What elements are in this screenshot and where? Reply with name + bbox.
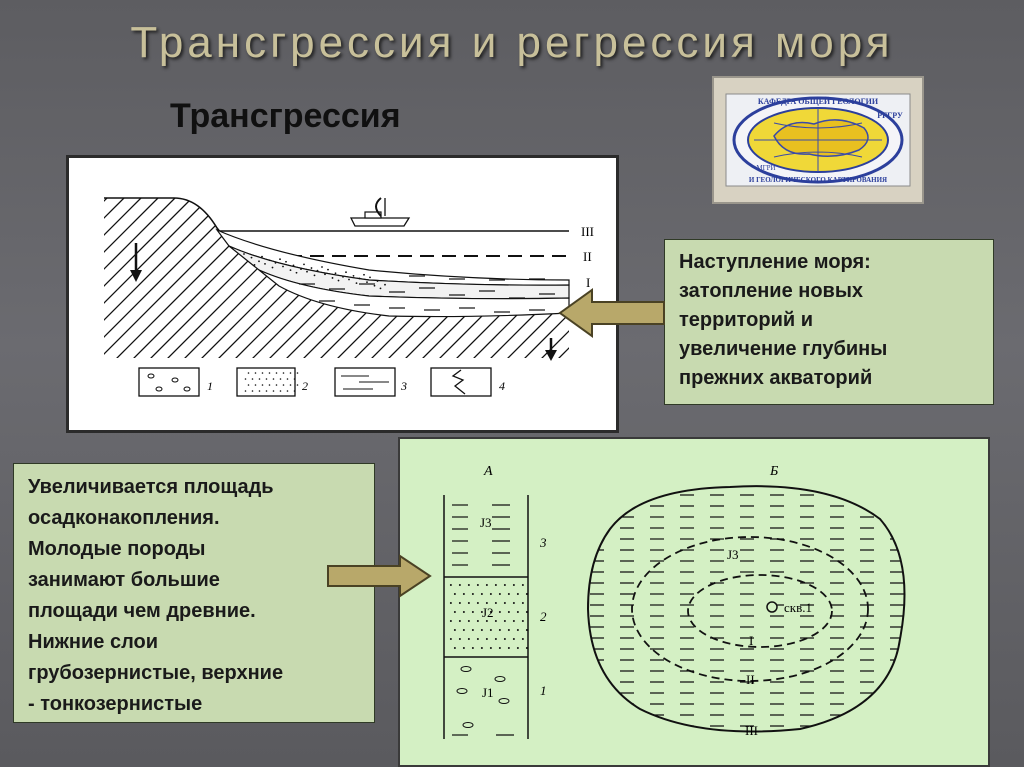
stratigraphy-drawing: А Б J3 J2 J1 3 2 1 [443, 464, 906, 739]
slide-title: Трансгрессия и регрессия моря [130, 18, 894, 67]
ship-icon [349, 197, 411, 227]
legend: 1 2 3 4 [138, 367, 505, 397]
text-line: занимают большие [28, 569, 220, 591]
column-number-2: 2 [540, 609, 547, 624]
layer-label-j1: J1 [482, 685, 494, 700]
layer-label-j3: J3 [480, 515, 492, 530]
map-label-j3: J3 [727, 547, 739, 562]
label-b: Б [769, 464, 778, 479]
map-zone-iii: III [745, 723, 758, 738]
logo-arc-right: РГГРУ [877, 111, 903, 120]
down-arrow-icon [130, 243, 142, 282]
text-line: Нижние слои [28, 631, 159, 653]
logo-arc-bottom: И ГЕОЛОГИЧЕСКОГО КАРТИРОВАНИЯ [749, 176, 887, 184]
cross-section-drawing: III II I 1 2 3 [104, 197, 594, 397]
text-line: Наступление моря: [679, 251, 871, 273]
outcrop-map: J3 скв.1 I II III [586, 485, 906, 738]
legend-label-4: 4 [499, 379, 505, 393]
column-number-3: 3 [539, 535, 547, 550]
text-line: прежних акваторий [679, 367, 873, 389]
logo-small-text: МГРИ [756, 164, 775, 172]
legend-label-1: 1 [207, 379, 213, 393]
level-label-ii: II [583, 249, 592, 264]
level-label-i: I [586, 275, 590, 290]
sea-advance-description: Наступление моря: затопление новых терри… [664, 239, 994, 405]
text-line: затопление новых [679, 280, 864, 302]
department-logo: КАФЕДРА ОБЩЕЙ ГЕОЛОГИИ РГГРУ И ГЕОЛОГИЧЕ… [712, 76, 924, 204]
text-line: площади чем древние. [28, 600, 256, 622]
sedimentation-description: Увеличивается площадь осадконакопления. … [13, 463, 375, 723]
legend-label-3: 3 [400, 379, 407, 393]
well-label: скв.1 [784, 600, 812, 615]
level-label-iii: III [581, 224, 594, 239]
logo-emblem: КАФЕДРА ОБЩЕЙ ГЕОЛОГИИ РГГРУ И ГЕОЛОГИЧЕ… [725, 93, 911, 187]
layer-label-j2: J2 [482, 605, 494, 620]
text-line: - тонкозернистые [28, 693, 203, 715]
text-line: территорий и [679, 309, 814, 331]
text-line: осадконакопления. [28, 507, 220, 529]
column-number-1: 1 [540, 683, 547, 698]
section-subtitle: Трансгрессия [170, 97, 401, 135]
transgression-cross-section: III II I 1 2 3 [66, 155, 619, 433]
text-line: увеличение глубины [679, 338, 888, 360]
down-arrow-icon [545, 338, 557, 361]
text-line: Молодые породы [28, 538, 206, 560]
stratigraphic-column: J3 J2 J1 3 2 1 [443, 495, 547, 739]
map-zone-i: I [749, 633, 753, 648]
stratigraphy-map-panel: А Б J3 J2 J1 3 2 1 [398, 437, 990, 767]
legend-label-2: 2 [302, 379, 308, 393]
label-a: А [483, 464, 493, 479]
text-line: грубозернистые, верхние [28, 662, 284, 684]
logo-arc-top: КАФЕДРА ОБЩЕЙ ГЕОЛОГИИ [758, 97, 879, 106]
map-zone-ii: II [746, 672, 755, 687]
text-line: Увеличивается площадь [28, 476, 274, 498]
